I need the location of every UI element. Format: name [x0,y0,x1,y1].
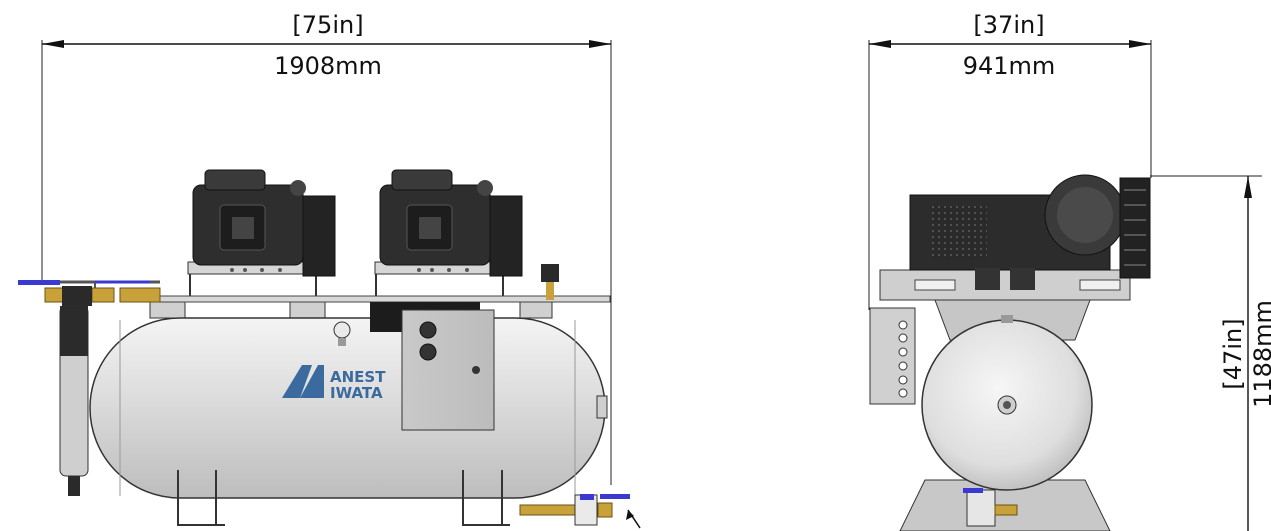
motor-2 [379,169,523,277]
front-tank-legs [177,470,510,526]
front-view-compressor: ANEST IWATA [18,169,641,529]
drain-valve [519,494,641,529]
height-inches: [47in] [1219,318,1247,389]
anest-iwata-logo: ANEST IWATA [282,365,386,402]
side-width-mm: 941mm [963,52,1056,80]
control-box [401,309,495,431]
height-mm: 1188mm [1249,300,1271,408]
logo-line1: ANEST [330,368,386,386]
left-piping-and-filter [18,280,161,496]
motor-1 [192,169,336,277]
height-dimension: [47in] 1188mm [1150,175,1271,531]
side-tank [921,315,1093,491]
front-width-inches: [75in] [292,11,363,39]
front-tank [89,317,608,499]
side-width-dimension: [37in] 941mm [868,11,1152,310]
side-control-panel [869,307,916,405]
logo-line2: IWATA [330,384,383,402]
front-width-dimension: [75in] 1908mm [41,11,612,485]
side-width-inches: [37in] [973,11,1044,39]
side-view-compressor [869,174,1151,531]
front-width-mm: 1908mm [274,52,382,80]
cooling-fan [1044,174,1151,279]
